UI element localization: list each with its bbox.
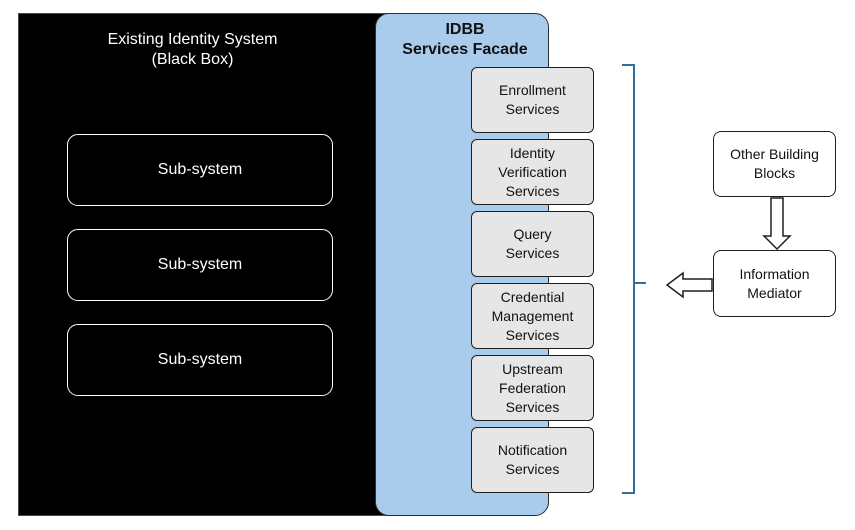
other-building-blocks-box: Other Building Blocks xyxy=(713,131,836,197)
information-mediator-box: Information Mediator xyxy=(713,250,836,317)
facade-title: IDBB Services Facade xyxy=(402,21,528,58)
down-arrow-icon xyxy=(762,197,792,251)
black-box-title: Existing Identity System (Black Box) xyxy=(107,31,278,68)
services-bracket xyxy=(622,64,646,494)
left-arrow-icon xyxy=(665,271,713,299)
service-credential-management: Credential Management Services xyxy=(471,283,594,349)
service-enrollment: Enrollment Services xyxy=(471,67,594,133)
service-upstream-federation: Upstream Federation Services xyxy=(471,355,594,421)
subsystem-box: Sub-system xyxy=(67,134,333,206)
service-query: Query Services xyxy=(471,211,594,277)
service-notification: Notification Services xyxy=(471,427,594,493)
subsystem-box: Sub-system xyxy=(67,324,333,396)
subsystem-box: Sub-system xyxy=(67,229,333,301)
service-identity-verification: Identity Verification Services xyxy=(471,139,594,205)
